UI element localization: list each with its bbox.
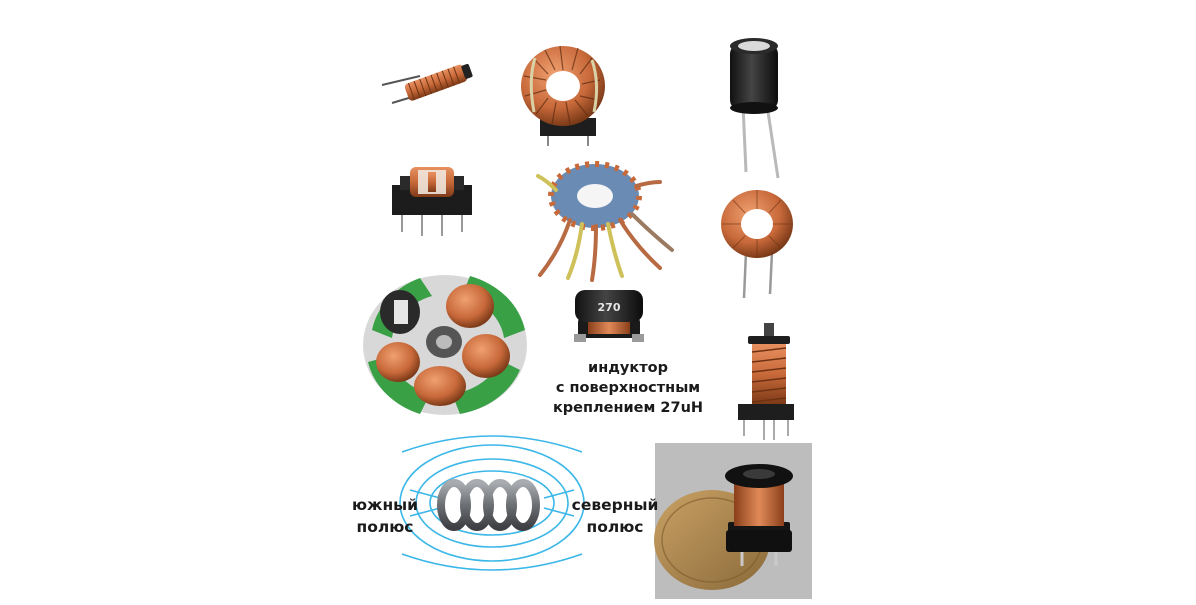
smd-caption-line-2: с поверхностным xyxy=(555,380,701,396)
axial-rod-inductor xyxy=(381,63,473,104)
south-pole-label: южный полюс xyxy=(335,494,435,538)
smd-caption-line-1: индуктор xyxy=(588,360,668,376)
smd-inductor: 270 xyxy=(574,290,644,342)
north-pole-label: северный полюс xyxy=(560,494,670,538)
smd-caption-line-3: креплением 27uH xyxy=(552,400,704,416)
bobbin-inductor xyxy=(738,323,794,440)
smd-marking: 270 xyxy=(598,301,621,314)
south-pole-line-1: южный xyxy=(351,496,419,514)
north-pole-line-1: северный xyxy=(571,496,659,514)
common-mode-choke xyxy=(392,167,472,236)
small-toroid-inductor xyxy=(721,190,793,299)
radial-drum-inductor xyxy=(730,38,780,179)
smd-inductor-caption: индуктор с поверхностным креплением 27uH xyxy=(548,358,708,418)
coil-field-diagram xyxy=(372,435,612,571)
toroid-inductor-with-base xyxy=(521,45,605,146)
field-lines xyxy=(399,435,585,571)
motor-stator xyxy=(363,275,527,415)
inductor-coin-photo xyxy=(654,443,812,599)
north-pole-line-2: полюс xyxy=(586,518,644,536)
multi-winding-toroid xyxy=(536,161,674,282)
coil-windings xyxy=(437,479,540,531)
south-pole-line-2: полюс xyxy=(356,518,414,536)
